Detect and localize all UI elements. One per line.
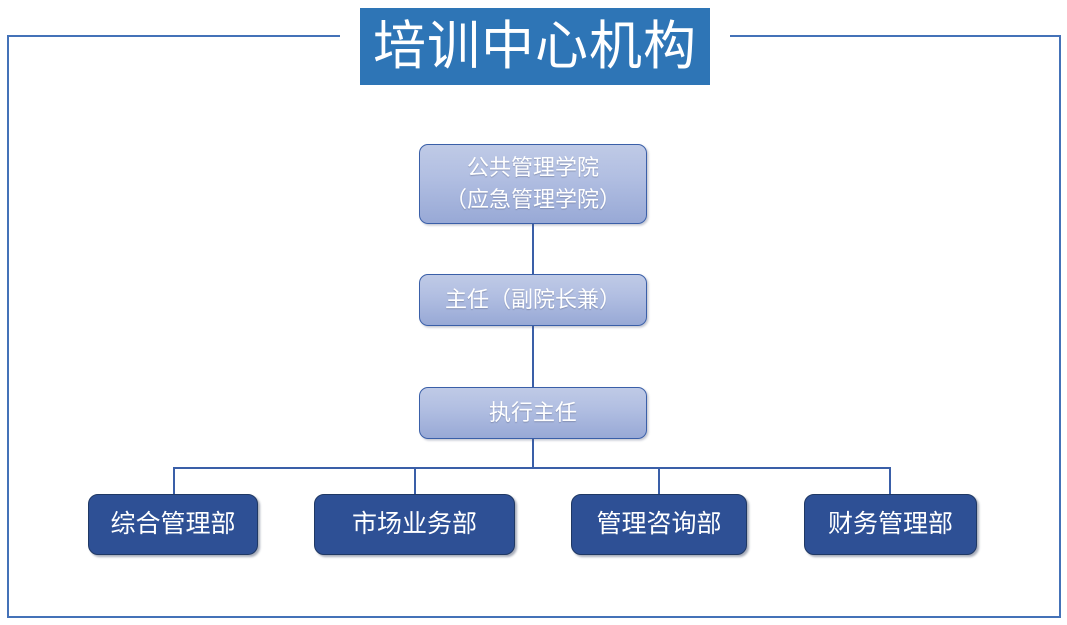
node-department-management-consulting[interactable]: 管理咨询部 xyxy=(571,494,747,555)
node-department-finance-management[interactable]: 财务管理部 xyxy=(804,494,977,555)
page-title: 培训中心机构 xyxy=(373,17,697,76)
node-department-general-management[interactable]: 综合管理部 xyxy=(88,494,258,555)
node-college-line-2: （应急管理学院） xyxy=(444,187,621,212)
title-banner: 培训中心机构 xyxy=(360,8,710,85)
node-department-label: 综合管理部 xyxy=(110,511,236,538)
connector-drop-dept-3 xyxy=(889,467,891,494)
connector-exec-to-bus xyxy=(532,439,534,467)
node-college-line-1: 公共管理学院 xyxy=(466,155,599,181)
node-department-label: 管理咨询部 xyxy=(596,511,722,538)
node-director[interactable]: 主任（副院长兼） xyxy=(419,274,647,326)
node-department-market-business[interactable]: 市场业务部 xyxy=(314,494,515,555)
node-department-label: 市场业务部 xyxy=(351,511,477,538)
connector-drop-dept-1 xyxy=(414,467,416,494)
connector-drop-dept-2 xyxy=(658,467,660,494)
connector-director-to-exec xyxy=(532,326,534,387)
connector-drop-dept-0 xyxy=(173,467,175,494)
node-executive-director[interactable]: 执行主任 xyxy=(419,387,647,439)
connector-college-to-director xyxy=(532,224,534,274)
connector-horizontal-bus xyxy=(173,467,891,469)
node-college[interactable]: 公共管理学院 （应急管理学院） xyxy=(419,144,647,224)
node-director-label: 主任（副院长兼） xyxy=(444,287,621,313)
node-executive-director-label: 执行主任 xyxy=(488,400,577,426)
node-department-label: 财务管理部 xyxy=(827,511,953,538)
